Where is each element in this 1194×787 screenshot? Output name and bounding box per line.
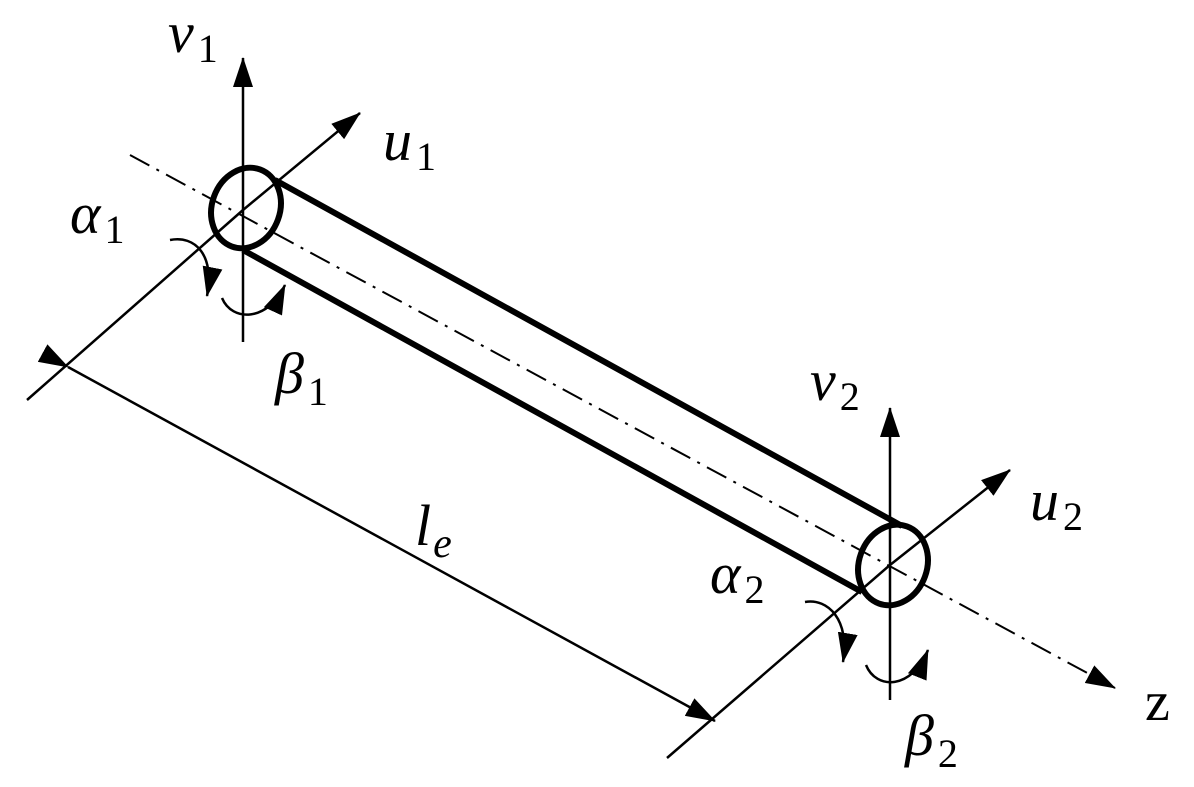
node2-extension-line [666,564,891,759]
node1-extension-line [26,209,244,401]
node1-cross-section [208,164,284,252]
node2-beta-sub: 2 [938,731,958,776]
length-dimension-line [37,344,716,723]
node1-v-main: v [168,0,194,65]
node2-u-axis-arrow [889,469,1011,566]
node2-alpha-sub: 2 [744,567,764,612]
node2-beta-main: β [904,703,934,768]
beam-top-edge [273,177,904,529]
node1-u-main: u [383,108,412,173]
node1-beta-sub: 1 [308,369,328,414]
node1-beta-main: β [274,341,304,406]
node2-alpha-main: α [710,541,742,606]
node2-alpha-rotation-arrow [804,600,858,663]
node2-beta-rotation-arrow [864,649,930,684]
node2-v-main: v [810,348,836,413]
node1-beta-rotation-arrow [220,284,287,316]
length-main: l [415,493,431,558]
node1-alpha-main: α [70,181,102,246]
node1-u-sub: 1 [416,134,436,179]
node2-u-sub: 2 [1063,494,1083,539]
node2-v-sub: 2 [840,374,860,419]
node2-u-main: u [1030,468,1059,533]
node1-alpha-sub: 1 [104,207,124,252]
length-label: le [415,493,452,567]
node2-cross-section [855,521,931,609]
node1-alpha-rotation-arrow [169,238,223,297]
length-sub: e [433,521,452,567]
beam-bottom-edge [241,247,864,595]
z-axis-label: z [1145,671,1170,733]
beam-axis-line [129,154,1116,689]
node1-u-axis-arrow [242,112,361,211]
node1-v-sub: 1 [198,26,218,71]
